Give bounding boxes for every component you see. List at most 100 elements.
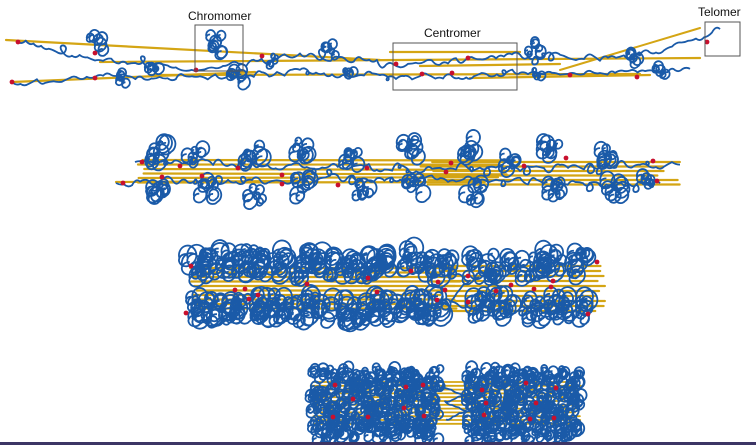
chromomere-loops <box>85 29 110 57</box>
anchor-point <box>304 281 310 287</box>
chromomere-loops <box>394 414 417 441</box>
chromomere-loops <box>534 239 568 283</box>
anchor-point <box>704 39 710 45</box>
anchor-point <box>448 160 454 166</box>
anchor-point <box>139 159 145 165</box>
stage-3-condensing-chromosome <box>178 236 606 333</box>
anchor-point <box>246 296 252 302</box>
chromomere-loops <box>145 178 171 205</box>
chromomere-loops <box>307 362 331 385</box>
anchor-point <box>449 70 455 76</box>
anchor-point <box>199 173 205 179</box>
anchor-point <box>393 61 399 67</box>
chromomere-loops <box>558 286 599 328</box>
chromomere-loops <box>566 389 586 413</box>
chromomere-loops <box>205 29 229 61</box>
chromomere-loops <box>516 373 542 399</box>
bottom-divider <box>0 442 756 445</box>
chromomere-loops <box>351 177 378 202</box>
chromomere-loops <box>366 243 398 279</box>
anchor-point <box>350 396 356 402</box>
chromomere-loops <box>458 174 490 209</box>
anchor-point <box>442 287 448 293</box>
chromatin-strand <box>439 264 476 310</box>
anchor-point <box>235 165 241 171</box>
anchor-point <box>374 289 380 295</box>
chromomere-loops <box>288 136 317 165</box>
anchor-point <box>183 310 189 316</box>
scaffold-fiber <box>468 73 652 80</box>
anchor-point <box>177 163 183 169</box>
scaffold-fiber <box>4 38 382 62</box>
centromer-box <box>392 42 518 91</box>
anchor-point <box>465 299 471 305</box>
chromatin-strand <box>134 158 681 177</box>
chromomere-loops <box>320 38 340 61</box>
stage-1-extended-chromosome <box>4 26 721 91</box>
anchor-point <box>335 182 341 188</box>
scaffold-fiber <box>98 56 702 64</box>
anchor-point <box>523 380 529 386</box>
chromomere-loops <box>180 140 211 169</box>
stage-2-looped-chromosome <box>114 129 681 210</box>
anchor-point <box>548 284 554 290</box>
anchor-point <box>550 278 556 284</box>
anchor-point <box>120 180 126 186</box>
anchor-point <box>493 288 499 294</box>
chromomere-loops <box>289 169 319 205</box>
anchor-point <box>650 158 656 164</box>
chromomere-loops <box>497 147 522 178</box>
chromomere-loops <box>635 168 656 190</box>
chromatin-strand <box>444 387 467 421</box>
chromatin-strand <box>17 26 721 72</box>
anchor-point <box>408 268 414 274</box>
anchor-point <box>365 275 371 281</box>
anchor-point <box>92 50 98 56</box>
chromomere-loops <box>535 133 564 164</box>
chromomere-loops <box>625 46 645 69</box>
anchor-point <box>255 292 261 298</box>
chromomere-loops <box>541 175 568 203</box>
chromomere-loops <box>484 247 520 285</box>
anchor-point <box>188 263 194 269</box>
anchor-point <box>634 74 640 80</box>
anchor-point <box>465 55 471 61</box>
chromomere-loops <box>414 283 454 327</box>
chromomere-loops <box>237 139 272 172</box>
chromomere-loops <box>531 66 547 82</box>
chromomere-loops <box>296 284 336 331</box>
anchor-point <box>421 413 427 419</box>
chromomere-loops <box>564 242 597 286</box>
anchor-point <box>594 259 600 265</box>
anchor-point <box>465 273 471 279</box>
anchor-point <box>435 279 441 285</box>
anchor-point <box>232 287 238 293</box>
anchor-point <box>533 400 539 406</box>
anchor-point <box>259 53 265 59</box>
anchor-point <box>521 163 527 169</box>
anchor-point <box>242 286 248 292</box>
anchor-point <box>403 384 409 390</box>
chromomere-loops <box>395 132 426 166</box>
anchor-point <box>434 297 440 303</box>
chromomere-loops <box>242 183 267 210</box>
anchor-point <box>279 181 285 187</box>
anchor-point <box>531 286 537 292</box>
chromomere-loops <box>593 140 619 170</box>
chromomere-loops <box>559 420 586 443</box>
anchor-point <box>365 414 371 420</box>
stage-4-condensed-chromosome <box>304 360 588 445</box>
chromatin-strand <box>11 66 691 87</box>
chromomere-loops <box>265 52 279 70</box>
anchor-point <box>193 67 199 73</box>
anchor-point <box>479 387 485 393</box>
chromomer-box <box>194 24 244 72</box>
anchor-point <box>419 71 425 77</box>
anchor-point <box>92 75 98 81</box>
anchor-point <box>551 415 557 421</box>
chromomere-loops <box>342 66 359 80</box>
anchor-point <box>585 311 591 317</box>
anchor-point <box>159 174 165 180</box>
anchor-point <box>553 385 559 391</box>
anchor-point <box>9 79 15 85</box>
